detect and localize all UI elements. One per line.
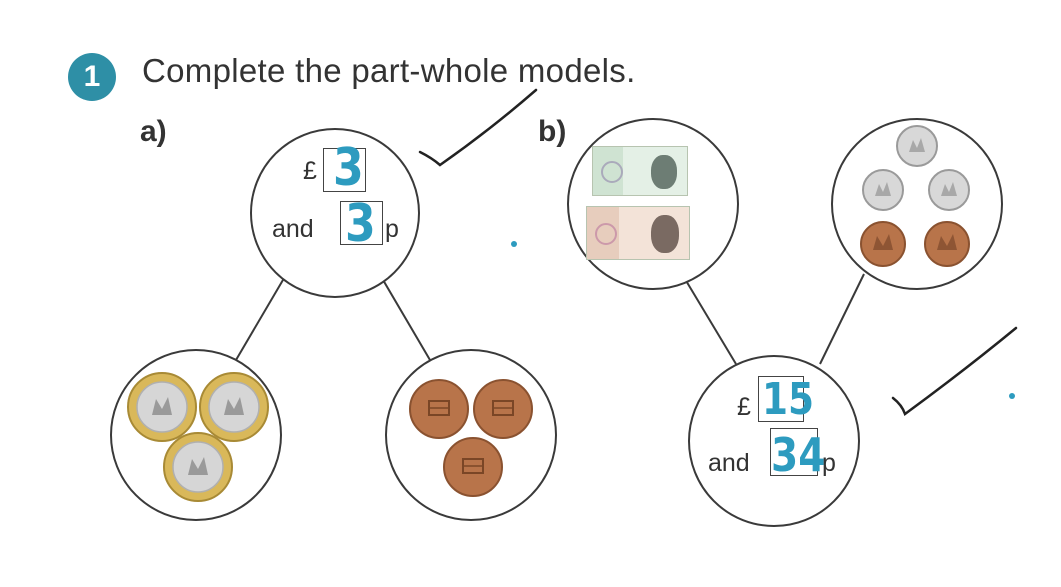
ten-pence-coin-icon <box>928 169 970 211</box>
ten-pound-note-icon <box>586 206 690 260</box>
pound-symbol: £ <box>303 157 317 185</box>
pence-symbol: p <box>822 449 836 477</box>
question-prompt: Complete the part-whole models. <box>142 52 636 89</box>
one-pound-coin-icon <box>163 432 233 502</box>
one-penny-coin-icon <box>443 437 503 497</box>
ten-pence-coin-icon <box>862 169 904 211</box>
one-penny-coin-icon <box>473 379 533 439</box>
connector-line <box>681 273 737 365</box>
and-label: and <box>708 449 750 477</box>
penny-coins-group <box>409 379 533 497</box>
part-b-left-circle <box>567 118 739 290</box>
five-pound-note-icon <box>592 146 688 196</box>
two-pence-coin-icon <box>924 221 970 267</box>
pound-symbol: £ <box>737 393 751 421</box>
pen-dot <box>511 241 517 247</box>
pounds-answer-handwriting: 3 <box>333 138 364 198</box>
pounds-answer-box[interactable] <box>758 376 804 422</box>
part-b-label: b) <box>538 115 567 148</box>
one-penny-coin-icon <box>409 379 469 439</box>
and-label: and <box>272 215 314 243</box>
pence-answer-handwriting: 3 <box>345 194 376 254</box>
one-pound-coin-icon <box>127 372 197 442</box>
pounds-answer-box[interactable] <box>323 148 366 192</box>
question-number-badge: 1 <box>68 53 116 101</box>
connector-line <box>235 267 291 361</box>
ten-pence-coin-icon <box>896 125 938 167</box>
pounds-answer-handwriting: 15 <box>762 374 815 425</box>
connector-line <box>375 267 431 361</box>
tick-mark <box>418 88 538 167</box>
tick-mark <box>891 326 1018 417</box>
two-pence-coin-icon <box>860 221 906 267</box>
pen-dot <box>1009 393 1015 399</box>
connector-line <box>819 273 865 365</box>
mixed-coins-group <box>860 125 970 267</box>
pence-answer-box[interactable] <box>770 428 818 476</box>
pence-answer-box[interactable] <box>340 201 383 245</box>
part-a-label: a) <box>140 115 167 148</box>
one-pound-coin-icon <box>199 372 269 442</box>
pence-answer-handwriting: 34 <box>771 428 826 482</box>
pound-coins-group <box>127 372 269 502</box>
pence-symbol: p <box>385 215 399 243</box>
